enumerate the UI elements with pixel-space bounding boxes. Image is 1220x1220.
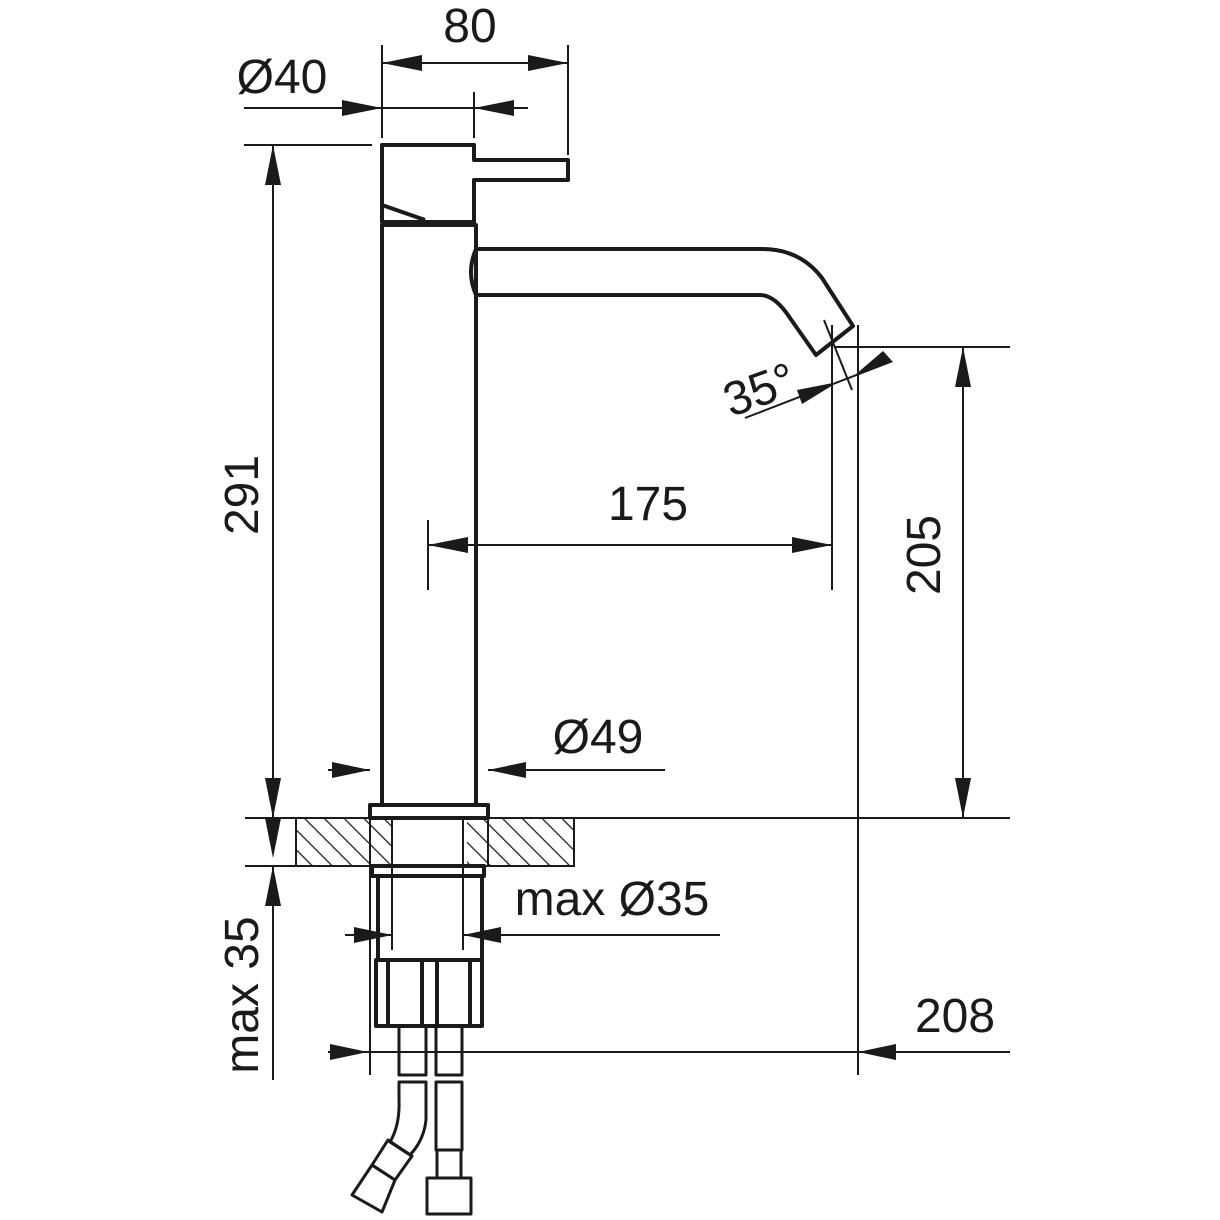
dim-body-diameter: Ø49	[553, 711, 644, 764]
faucet-handle	[380, 143, 570, 224]
faucet-body	[380, 223, 478, 807]
dim-max-hole-diameter: max Ø35	[515, 873, 710, 926]
mounting-shank	[369, 818, 489, 1075]
dim-spout-reach: 175	[608, 478, 688, 531]
countertop-section	[245, 817, 1010, 867]
faucet-spout	[469, 247, 855, 357]
supply-hoses	[350, 1024, 473, 1216]
dim-overall-depth: 208	[915, 990, 995, 1043]
dim-max-counter-thickness: max 35	[216, 916, 269, 1073]
dim-spout-height: 205	[898, 515, 951, 595]
dim-handle-diameter: Ø40	[237, 51, 328, 104]
dimension-lines	[244, 45, 1010, 1080]
dim-spout-angle: 35°	[717, 353, 803, 428]
base-ring	[368, 803, 490, 820]
dim-total-height: 291	[216, 455, 269, 535]
dim-handle-reach: 80	[443, 0, 496, 53]
